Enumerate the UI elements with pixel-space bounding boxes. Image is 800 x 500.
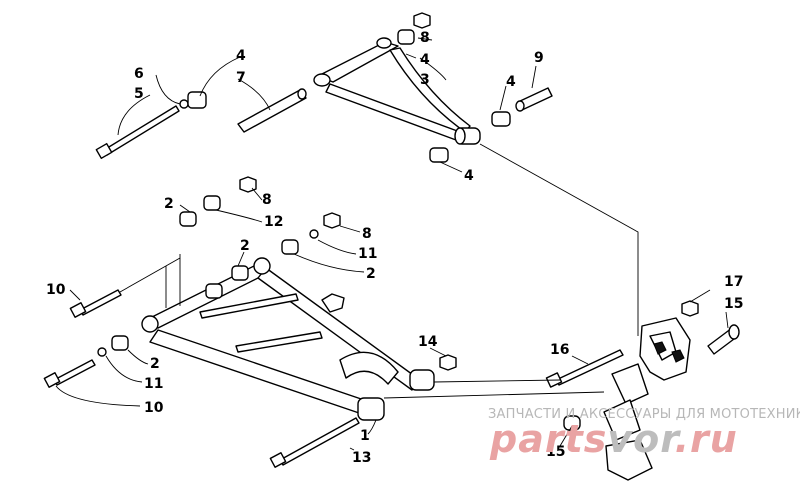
watermark-logo-part2: vor — [607, 417, 681, 461]
bushing-2-a — [203, 195, 221, 211]
upper-a-arm — [313, 37, 481, 145]
nut-8-middle — [323, 212, 341, 229]
upper-bushing-lower — [429, 147, 449, 163]
callout-2: 2 — [240, 238, 250, 254]
callout-15: 15 — [546, 444, 565, 460]
upper-bushing-top — [397, 29, 415, 45]
callout-11: 11 — [144, 376, 163, 392]
callout-4: 4 — [464, 168, 474, 184]
watermark-tagline: ЗАПЧАСТИ И АКСЕССУАРЫ ДЛЯ МОТОТЕХНИКИ — [488, 407, 800, 422]
callout-4: 4 — [420, 52, 430, 68]
callout-10: 10 — [46, 282, 66, 298]
callout-13: 13 — [352, 450, 371, 466]
callout-8: 8 — [262, 192, 272, 208]
bushing-2-lower — [111, 335, 129, 351]
callout-1: 1 — [360, 428, 370, 444]
bushing-2-d — [231, 265, 249, 281]
upper-bushing-left — [187, 91, 207, 109]
callout-17: 17 — [724, 274, 743, 290]
callout-16: 16 — [550, 342, 569, 358]
washer-11-lower — [97, 347, 107, 357]
upper-sleeve — [237, 88, 307, 133]
callout-6: 6 — [134, 66, 144, 82]
callout-7: 7 — [236, 70, 246, 86]
watermark-logo-part3: .ru — [675, 417, 738, 461]
leader-lines — [55, 37, 729, 451]
upper-bolt — [95, 105, 180, 160]
callout-2: 2 — [366, 266, 376, 282]
callout-10: 10 — [144, 400, 164, 416]
bolt-13 — [269, 417, 360, 468]
callout-8: 8 — [362, 226, 372, 242]
lower-a-arm — [141, 257, 435, 421]
callout-15: 15 — [724, 296, 743, 312]
callout-11: 11 — [358, 246, 377, 262]
upper-nut-top — [413, 12, 431, 29]
watermark-logo-part1: parts — [489, 417, 607, 461]
callout-4: 4 — [506, 74, 516, 90]
nut-14 — [439, 354, 457, 371]
watermark-logo: partsvor.ru — [489, 417, 738, 461]
callout-2: 2 — [150, 356, 160, 372]
nut-17 — [681, 300, 699, 317]
bolt-10-lower — [43, 359, 96, 388]
callout-3: 3 — [420, 72, 430, 88]
upper-bushing-right — [491, 111, 511, 127]
callout-2: 2 — [164, 196, 174, 212]
callout-8: 8 — [420, 30, 430, 46]
callout-9: 9 — [534, 50, 544, 66]
bushing-2-c — [281, 239, 299, 255]
bushing-12 — [205, 283, 223, 299]
ball-joint-15-upper — [707, 324, 740, 355]
washer-11-upper — [309, 229, 319, 239]
ball-joint-15-lower — [563, 415, 581, 431]
bolt-10-upper — [69, 289, 122, 318]
watermark: ЗАПЧАСТИ И АКСЕССУАРЫ ДЛЯ МОТОТЕХНИКИ pa… — [488, 407, 800, 461]
upper-sleeve-right — [515, 87, 553, 112]
callout-14: 14 — [418, 334, 438, 350]
callout-5: 5 — [134, 86, 144, 102]
callout-12: 12 — [264, 214, 283, 230]
steering-knuckle — [603, 317, 691, 481]
callout-4: 4 — [236, 48, 246, 64]
callouts: 6 5 4 7 8 4 3 9 4 4 2 8 12 8 2 11 2 10 2… — [46, 30, 743, 466]
upper-washer — [179, 99, 189, 109]
bushing-2-b — [179, 211, 197, 227]
